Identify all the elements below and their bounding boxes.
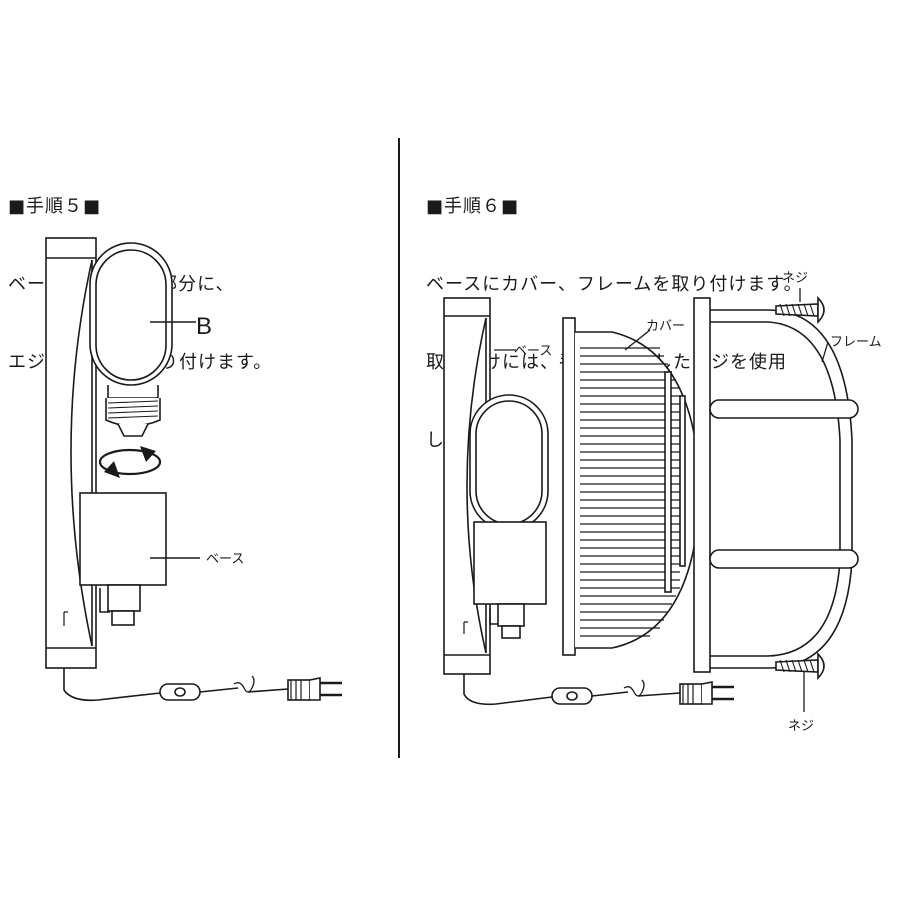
step6-bulb [469, 394, 549, 639]
step5-base-label: ベース [206, 552, 244, 567]
step5-illustration: B ベース [45, 237, 342, 702]
step6-power-cord [463, 674, 734, 706]
step6-frame [693, 297, 859, 673]
step5-bulb-b [89, 242, 173, 437]
column-divider [398, 138, 400, 758]
step6-base-label: ベース [514, 344, 552, 359]
step6-screw-bottom [775, 652, 825, 680]
step5-bulb-label: B [196, 313, 212, 340]
step5-heading: ■手順５■ [8, 196, 102, 217]
step5-socket [79, 492, 167, 626]
step6-cover-label: カバー [646, 319, 685, 334]
step6-line-1: ベースにカバー、フレームを取り付けます。 [426, 274, 803, 295]
step5-power-cord [63, 668, 342, 702]
step6-screw-top-label: ネジ [782, 271, 808, 286]
step6-heading: ■手順６■ [426, 196, 520, 217]
step6-screw-bottom-label: ネジ [788, 719, 814, 734]
step6-cover-leader [624, 329, 651, 351]
step5-base-plate [45, 237, 97, 669]
step6-frame-label: フレーム [830, 335, 882, 350]
rotate-arrow-icon [98, 446, 162, 478]
step6-screw-top [775, 296, 825, 324]
step6-illustration: ベース [443, 271, 882, 734]
step6-frame-leader [821, 341, 829, 363]
step6-cover [562, 317, 701, 656]
